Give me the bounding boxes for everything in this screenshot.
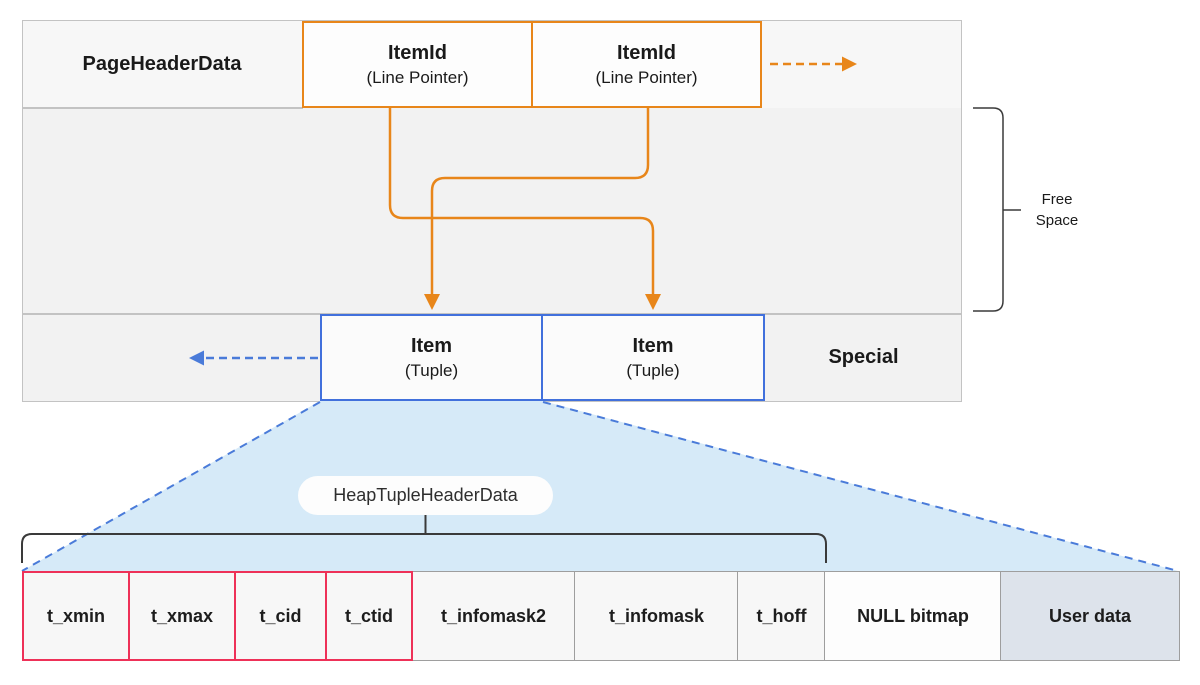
field-t-infomask: t_infomask <box>574 571 739 661</box>
page-header-label: PageHeaderData <box>82 52 242 75</box>
expansion-dashed-line-right <box>542 401 1179 572</box>
itemid-box-1-title: ItemId <box>388 41 447 64</box>
itemid-box-1-subtitle: (Line Pointer) <box>366 67 469 87</box>
field-t-cid: t_cid <box>234 571 327 661</box>
itemid-box-2-title: ItemId <box>617 41 676 64</box>
free-space-label: Free Space <box>1022 189 1092 231</box>
item-box-1: Item (Tuple) <box>320 314 543 401</box>
itemid-box-2: ItemId (Line Pointer) <box>531 21 762 108</box>
field-t-ctid: t_ctid <box>325 571 413 661</box>
field-null-bitmap: NULL bitmap <box>824 571 1002 661</box>
expansion-wedge <box>22 401 1178 571</box>
itemid-box-1: ItemId (Line Pointer) <box>302 21 533 108</box>
heap-header-bracket <box>21 533 827 563</box>
special-label: Special <box>828 346 899 368</box>
heap-tuple-header-pill: HeapTupleHeaderData <box>298 476 553 515</box>
field-t-infomask2: t_infomask2 <box>411 571 576 661</box>
bottom-row-divider <box>23 313 961 315</box>
item-box-2-title: Item <box>632 334 674 357</box>
item-box-2-subtitle: (Tuple) <box>626 360 680 380</box>
item-box-1-title: Item <box>410 334 453 357</box>
free-space-label-line2: Space <box>1035 212 1079 229</box>
field-t-hoff: t_hoff <box>737 571 826 661</box>
expansion-dashed-line-left <box>21 401 321 572</box>
itemid-box-2-subtitle: (Line Pointer) <box>595 67 698 87</box>
item-box-2: Item (Tuple) <box>541 314 765 401</box>
field-t-xmin: t_xmin <box>22 571 130 661</box>
field-user-data: User data <box>1000 571 1180 661</box>
free-space-label-line1: Free <box>1041 191 1073 208</box>
field-t-xmax: t_xmax <box>128 571 236 661</box>
item-box-1-subtitle: (Tuple) <box>404 360 459 380</box>
page-header-divider <box>22 107 303 109</box>
free-space-bracket <box>973 107 1004 312</box>
